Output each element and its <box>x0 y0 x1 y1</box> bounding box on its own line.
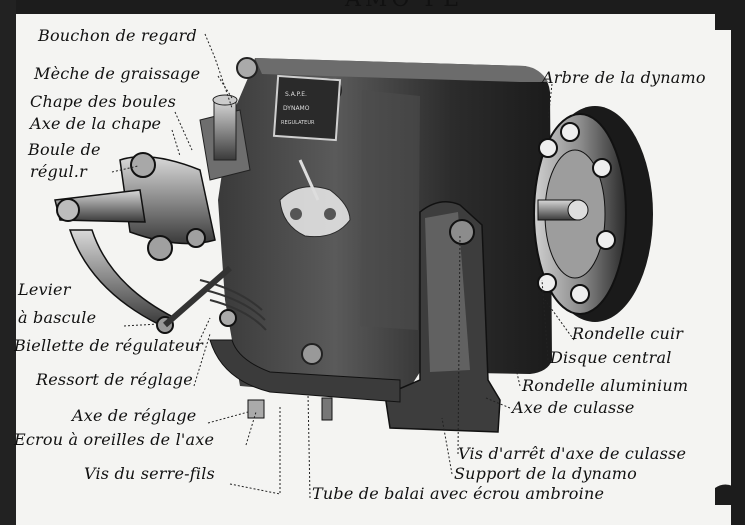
regulator-assembly <box>54 94 267 334</box>
nameplate-line: S.A.P.E. <box>285 91 307 98</box>
label-levier: Levier <box>18 280 71 299</box>
nameplate-line: DYNAMO <box>283 105 310 112</box>
pulley-disc <box>533 106 653 322</box>
dynamo-housing <box>218 57 552 400</box>
label-a-bascule: à bascule <box>18 308 97 327</box>
header-fragment: AMO PL <box>345 0 462 11</box>
label-meche-de-graissage: Mèche de graissage <box>34 64 201 83</box>
label-axe-de-reglage: Axe de réglage <box>72 406 197 425</box>
terminal-block <box>279 159 351 238</box>
corner-mark <box>715 484 745 505</box>
label-disque-central: Disque central <box>550 348 672 367</box>
label-biellette-de-regulateur: Biellette de régulateur <box>14 336 204 355</box>
label-arbre-de-la-dynamo: Arbre de la dynamo <box>542 68 706 87</box>
nameplate-line: REGULATEUR <box>281 120 315 126</box>
label-bouchon-de-regard: Bouchon de regard <box>38 26 197 45</box>
label-ressort-de-reglage: Ressort de réglage <box>36 370 193 389</box>
label-support-de-la-dynamo: Support de la dynamo <box>454 464 638 483</box>
label-ecrou-a-oreilles: Ecrou à oreilles de l'axe <box>14 430 215 449</box>
top-border <box>0 0 745 14</box>
wing-nut <box>247 399 265 419</box>
label-boule-de: Boule de <box>28 140 101 159</box>
label-rondelle-cuir: Rondelle cuir <box>572 324 684 343</box>
label-vis-du-serre-fils: Vis du serre-fils <box>84 464 215 483</box>
leader-lines <box>111 33 575 499</box>
nameplate: S.A.P.E. DYNAMO REGULATEUR <box>272 74 342 142</box>
adjusting-spring <box>199 279 267 331</box>
label-regulateur: régul.r <box>30 162 87 181</box>
left-border <box>0 0 16 525</box>
label-axe-de-la-chape: Axe de la chape <box>30 114 162 133</box>
oil-cup <box>213 99 237 161</box>
label-axe-de-culasse: Axe de culasse <box>512 398 635 417</box>
label-vis-d-arret: Vis d'arrêt d'axe de culasse <box>458 444 687 463</box>
label-tube-de-balai: Tube de balai avec écrou ambroine <box>312 484 605 503</box>
label-rondelle-aluminium: Rondelle aluminium <box>522 376 689 395</box>
label-chape-des-boules: Chape des boules <box>30 92 177 111</box>
right-border <box>731 0 745 525</box>
dynamo-support <box>209 201 501 433</box>
